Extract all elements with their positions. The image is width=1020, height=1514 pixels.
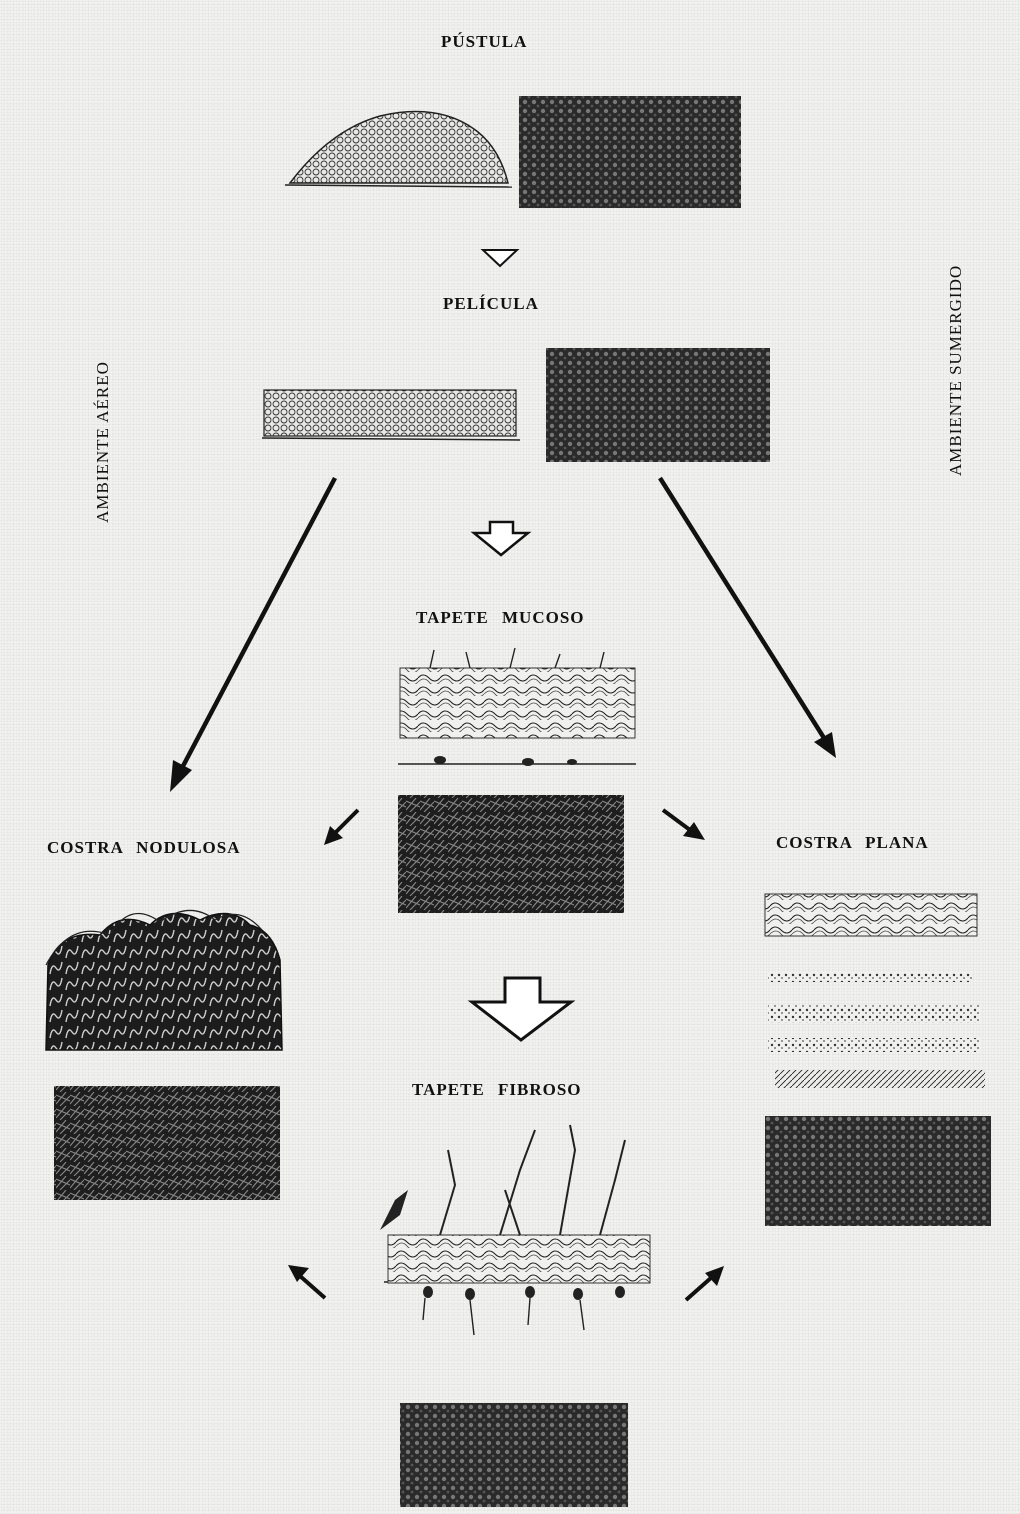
costra-plana-micrograph [765,1116,991,1226]
down-arrow-1 [483,250,517,266]
tapete-mucoso-drawing [398,648,636,766]
tapete-fibroso-drawing [380,1125,650,1335]
arrow-pelicula-to-costra-nodulosa [170,478,335,792]
arrow-mucoso-to-nodulosa [324,810,358,845]
arrow-pelicula-to-costra-plana [660,478,836,758]
costra-plana-drawing [765,894,985,1088]
costra-nodulosa-drawing [46,910,282,1050]
tapete-fibroso-micrograph [400,1403,628,1507]
tapete-mucoso-micrograph [398,795,624,913]
arrow-fibroso-to-plana [686,1266,724,1300]
pustula-micrograph [519,96,741,208]
down-arrow-2 [474,522,528,555]
pustula-drawing [285,112,512,187]
arrow-fibroso-to-nodulosa [288,1265,325,1298]
arrow-mucoso-to-plana [663,810,705,840]
pelicula-drawing [262,390,520,440]
pelicula-micrograph [546,348,770,462]
down-arrow-3 [472,978,571,1040]
costra-nodulosa-micrograph [54,1086,280,1200]
